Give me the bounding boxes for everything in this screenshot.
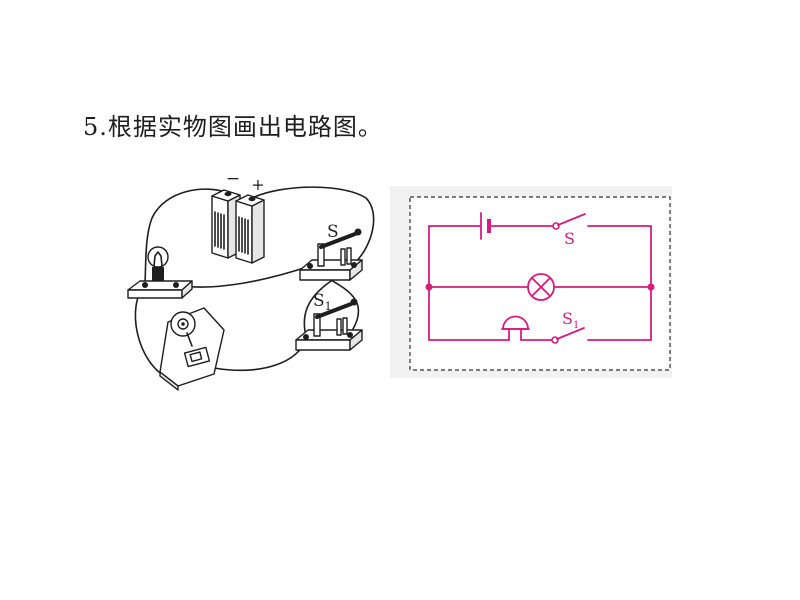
switch-s-handle xyxy=(354,228,362,236)
battery-right xyxy=(235,194,265,264)
wire-bulb-to-switch-s xyxy=(175,265,311,288)
junction-left xyxy=(425,283,433,291)
switch-s1-label-physical: S1 xyxy=(313,291,332,313)
battery-negative-terminal xyxy=(224,191,232,197)
switch-s1-handle xyxy=(350,298,358,306)
switch-s1-blade-symbol xyxy=(556,327,585,340)
battery-symbol xyxy=(480,212,491,240)
bell-symbol xyxy=(501,315,530,341)
circuit-diagram: S xyxy=(425,212,655,344)
question-text: 5.根据实物图画出电路图。 xyxy=(83,113,383,141)
battery-pack: − + xyxy=(211,169,265,264)
switch-s-label-physical: S xyxy=(327,222,339,242)
bulb-glass xyxy=(147,246,169,268)
switch-s-symbol: S xyxy=(552,213,586,248)
switch-s1-blade xyxy=(315,302,353,319)
battery-negative-label: − xyxy=(226,169,240,189)
switch-s1-symbol: S1 xyxy=(551,309,585,344)
wire-battery-to-switch-s xyxy=(251,186,375,265)
knife-switch-s: S xyxy=(299,222,363,281)
battery-positive-label: + xyxy=(251,175,264,194)
switch-s-blade xyxy=(319,232,357,249)
junction-right xyxy=(647,283,655,291)
bulb-terminal-left xyxy=(142,282,148,288)
switch-s1-label-main: S xyxy=(313,291,325,311)
knife-switch-s1: S1 xyxy=(295,291,363,351)
battery-positive-terminal xyxy=(248,196,256,202)
bulb-on-base xyxy=(127,246,193,299)
switch-s1-diagram-label-sub: 1 xyxy=(573,320,579,331)
circuit-diagram-panel: S xyxy=(390,186,672,378)
physical-circuit-drawing: − + xyxy=(127,169,375,391)
bulb-filament xyxy=(153,251,163,267)
switch-s-label-diagram: S xyxy=(564,229,575,248)
switch-s1-diagram-label-main: S xyxy=(562,309,573,328)
switch-s1-label-diagram: S1 xyxy=(562,309,579,331)
switch-s-blade-symbol xyxy=(557,213,586,226)
electric-bell xyxy=(159,307,225,391)
wire-battery-to-bulb xyxy=(144,188,229,285)
bell-striker xyxy=(186,332,193,347)
bulb-terminal-right xyxy=(173,282,179,288)
lamp-symbol xyxy=(527,273,555,301)
wire-switch-s1-to-bell xyxy=(213,337,307,372)
switch-s1-label-sub: 1 xyxy=(325,300,332,313)
bulb-socket xyxy=(152,267,164,281)
